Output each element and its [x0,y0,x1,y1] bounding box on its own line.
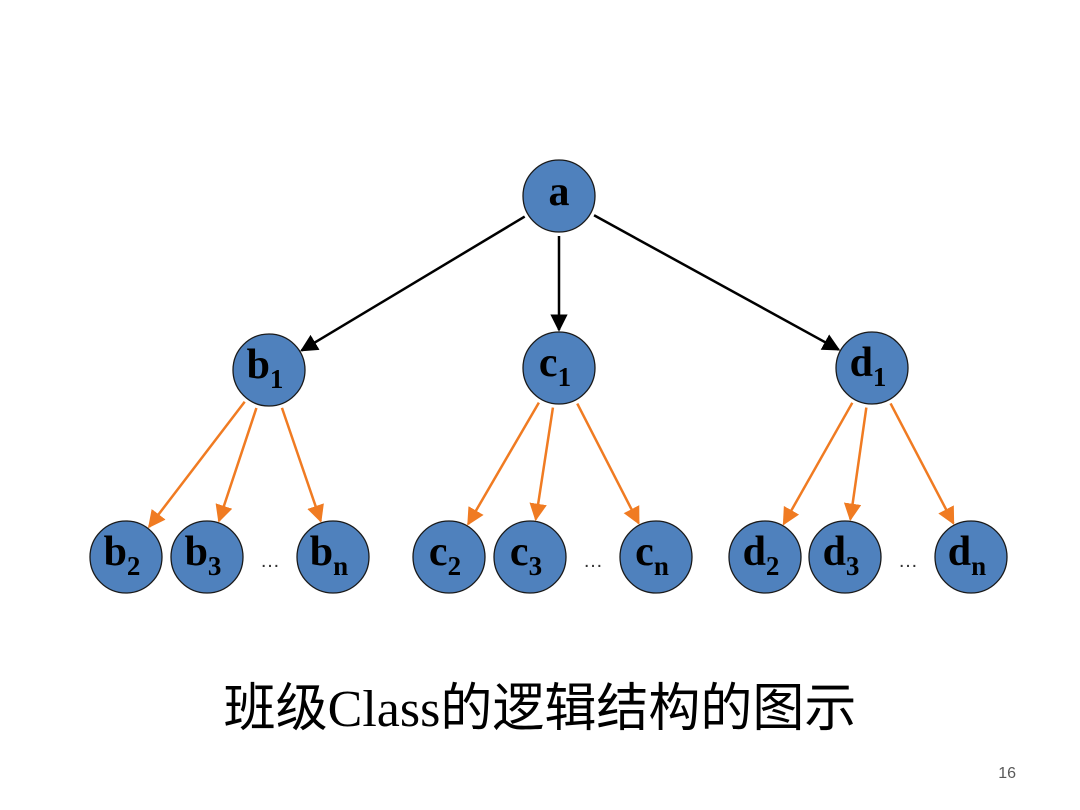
node-letter: b [185,529,208,575]
node-label: c1 [539,340,571,392]
node-bn: bn [296,520,370,594]
edge-b1-b2 [148,401,246,529]
node-circle [296,520,370,594]
node-circle [808,520,882,594]
node-label: d1 [850,340,887,392]
edge-b1-bn [280,407,324,523]
node-letter: b [104,529,127,575]
node-subscript: 2 [766,551,780,581]
node-subscript: 1 [270,364,284,394]
node-label: c3 [510,529,542,581]
node-label: b1 [247,342,284,394]
edge-b1-b3 [215,407,258,523]
edge-c1-c3 [529,407,555,522]
node-cn: cn [619,520,693,594]
node-a: a [522,159,596,233]
node-c1: c1 [522,331,596,405]
node-label: a [549,169,570,215]
node-subscript: 2 [127,551,141,581]
node-subscript: n [333,551,348,581]
node-subscript: 3 [208,551,222,581]
ellipsis-d1: … [898,550,918,572]
node-label: b2 [104,529,141,581]
page-number: 16 [998,765,1016,782]
edges-layer [148,214,955,529]
node-letter: c [539,340,558,386]
node-letter: c [635,529,654,575]
node-letter: c [510,529,529,575]
node-label: b3 [185,529,222,581]
node-c2: c2 [412,520,486,594]
node-circle [493,520,567,594]
node-d2: d2 [728,520,802,594]
node-circle [170,520,244,594]
node-letter: b [310,529,333,575]
node-d3: d3 [808,520,882,594]
node-label: bn [310,529,348,581]
diagram-caption: 班级Class的逻辑结构的图示 [223,681,857,738]
node-circle [89,520,163,594]
node-label: cn [635,529,669,581]
node-b3: b3 [170,520,244,594]
node-label: c2 [429,529,461,581]
edge-d1-dn [889,402,955,525]
edge-c1-cn [576,403,640,525]
node-letter: b [247,342,270,388]
node-subscript: n [971,551,986,581]
node-circle [619,520,693,594]
node-circle [728,520,802,594]
node-letter: d [823,529,846,575]
node-letter: a [549,169,570,215]
edge-root-b1 [300,215,526,352]
edge-d1-d2 [782,402,854,526]
node-b1: b1 [232,333,306,407]
ellipsis-c1: … [583,550,603,572]
node-dn: dn [934,520,1008,594]
node-label: dn [948,529,986,581]
node-letter: c [429,529,448,575]
node-circle [522,159,596,233]
node-circle [232,333,306,407]
node-c3: c3 [493,520,567,594]
node-subscript: 1 [873,362,887,392]
edge-d1-d3 [843,407,868,522]
node-letter: d [743,529,766,575]
edge-c1-c2 [467,401,540,526]
node-d1: d1 [835,331,909,405]
node-subscript: 3 [846,551,860,581]
node-letter: d [850,340,873,386]
node-subscript: 2 [448,551,462,581]
node-label: d2 [743,529,780,581]
edge-root-d1 [593,214,841,351]
node-circle [835,331,909,405]
ellipsis-b1: … [260,550,280,572]
node-subscript: n [654,551,669,581]
node-subscript: 1 [558,362,572,392]
node-b2: b2 [89,520,163,594]
node-circle [412,520,486,594]
node-circle [934,520,1008,594]
node-circle [522,331,596,405]
node-subscript: 3 [529,551,543,581]
node-label: d3 [823,529,860,581]
node-letter: d [948,529,971,575]
